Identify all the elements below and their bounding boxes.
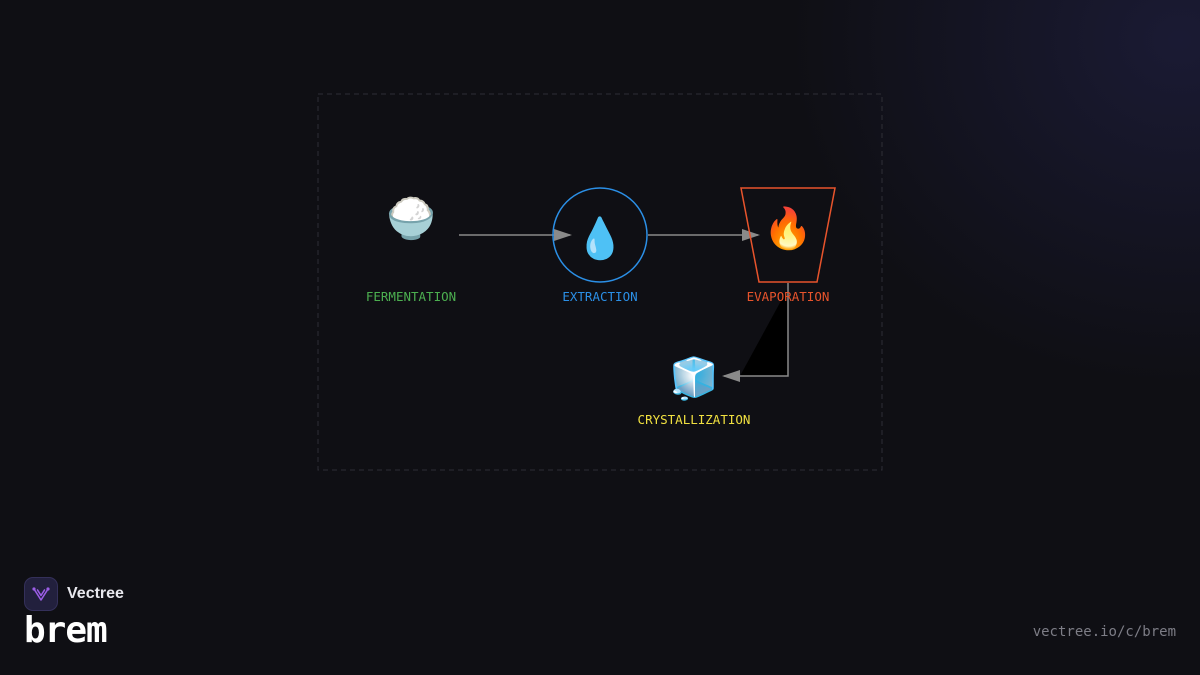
- evaporation-trapezoid: [740, 187, 836, 283]
- brand[interactable]: Vectree: [24, 577, 124, 611]
- project-title: brem: [24, 610, 108, 651]
- droplet-icon: 💧: [575, 215, 625, 262]
- footer-url[interactable]: vectree.io/c/brem: [1032, 624, 1176, 640]
- vectree-logo-icon: [24, 577, 58, 611]
- node-label-fermentation: FERMENTATION: [366, 289, 456, 304]
- fire-icon: 🔥: [763, 205, 813, 252]
- diagram-frame: [317, 93, 883, 471]
- brand-name: Vectree: [67, 585, 124, 602]
- node-crystallization[interactable]: 🧊 CRYSTALLIZATION: [638, 355, 751, 427]
- node-fermentation[interactable]: 🍚 FERMENTATION: [366, 195, 456, 304]
- edge-evaporation-to-crystallization: [722, 283, 789, 382]
- node-evaporation[interactable]: 🔥 EVAPORATION: [740, 187, 836, 304]
- edges: [459, 229, 789, 382]
- edge-elbow-fill: [740, 288, 788, 376]
- node-label-extraction: EXTRACTION: [562, 289, 637, 304]
- extraction-circle: [552, 187, 648, 283]
- node-extraction[interactable]: 💧 EXTRACTION: [552, 187, 648, 304]
- node-label-crystallization: CRYSTALLIZATION: [638, 412, 751, 427]
- ice-cube-icon: 🧊: [669, 355, 719, 402]
- node-label-evaporation: EVAPORATION: [747, 289, 830, 304]
- rice-bowl-icon: 🍚: [386, 195, 436, 242]
